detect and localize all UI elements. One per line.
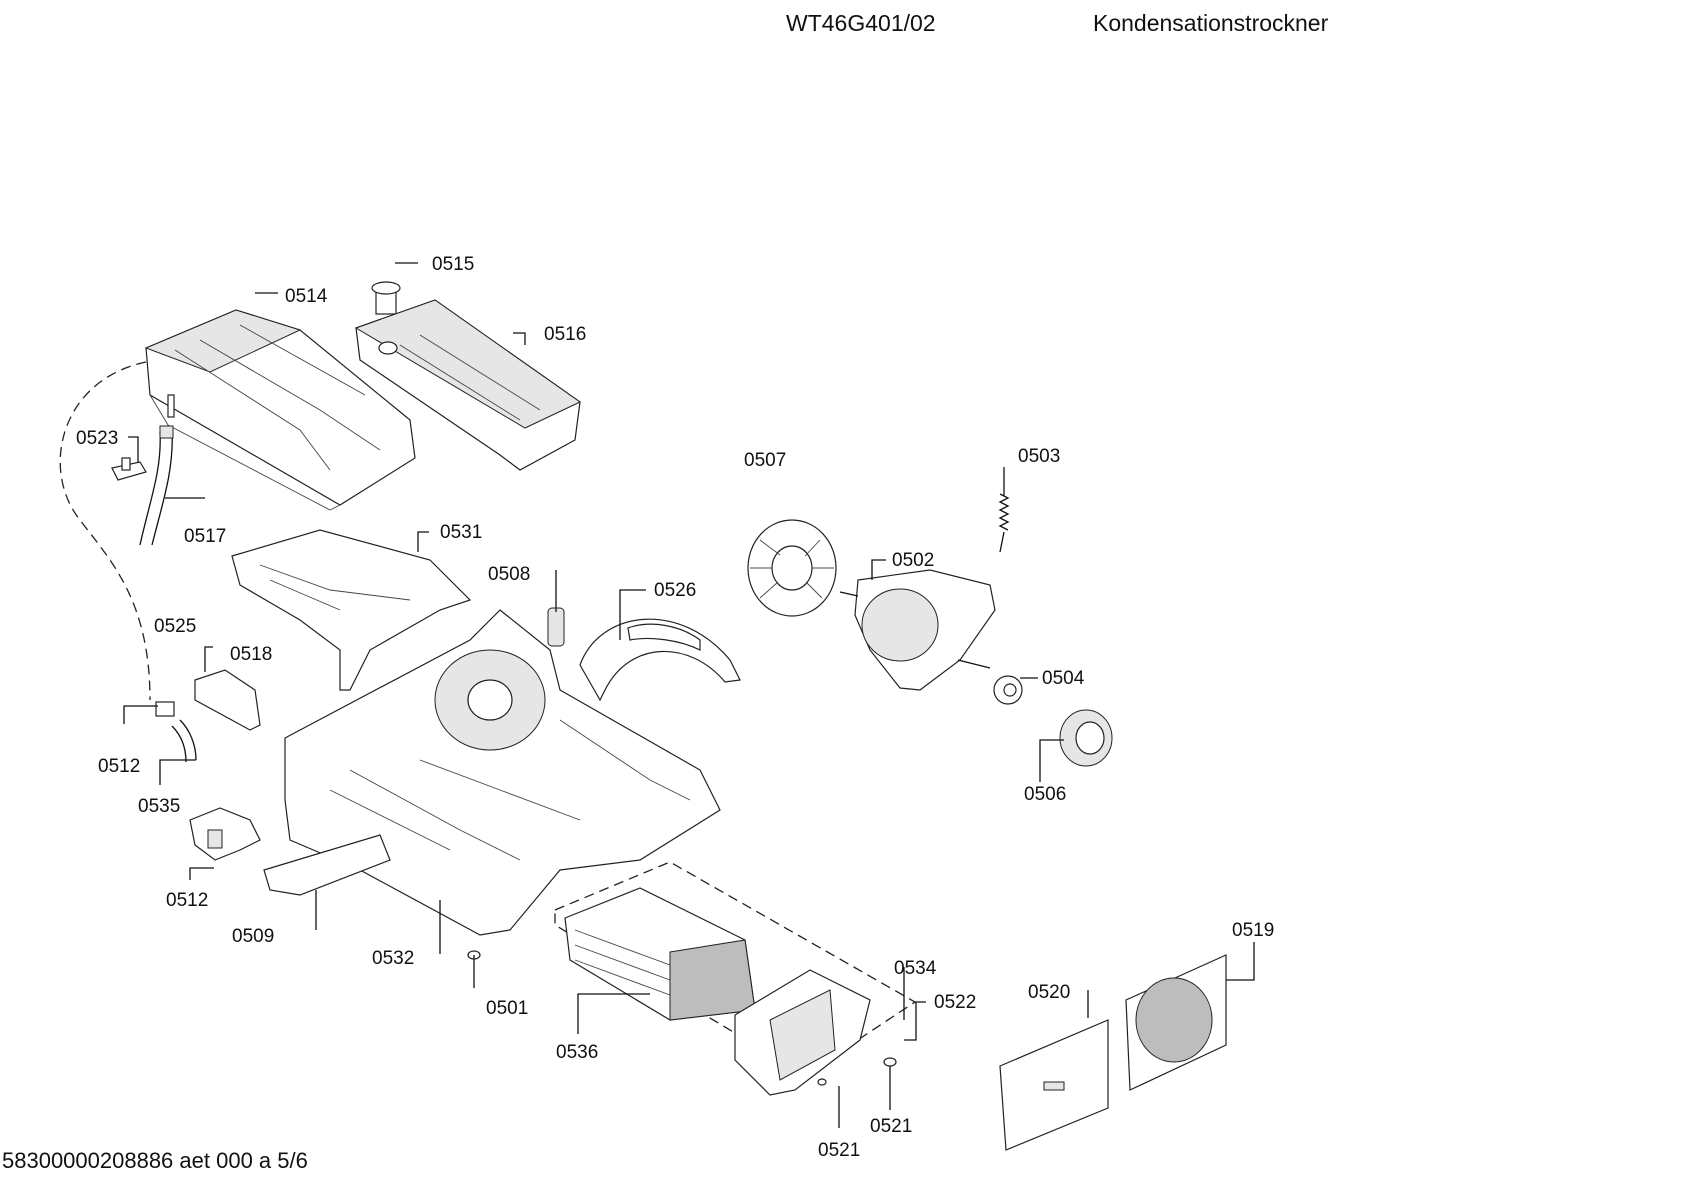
part-0519-grill (1125, 954, 1227, 1091)
part-0512-pump (189, 807, 261, 861)
part-0518-cover (194, 669, 261, 731)
label-0521-right: 0521 (870, 1116, 912, 1137)
label-0512-lower: 0512 (166, 890, 208, 911)
part-0509-flap (263, 834, 391, 896)
label-0536: 0536 (556, 1042, 598, 1063)
leader-lines (123, 262, 1255, 1128)
part-0517-hose (139, 425, 174, 546)
model-number: WT46G401/02 (786, 10, 936, 36)
label-0520: 0520 (1028, 982, 1070, 1003)
label-0523: 0523 (76, 428, 118, 449)
label-0534: 0534 (894, 958, 937, 979)
label-0519: 0519 (1232, 920, 1274, 941)
part-0535-short-hose (171, 719, 197, 763)
label-0503: 0503 (1018, 446, 1060, 467)
label-0532: 0532 (372, 948, 414, 969)
part-0503-spring (998, 493, 1010, 553)
part-0523-clip (111, 457, 147, 481)
label-0525: 0525 (154, 616, 196, 637)
part-base-frame (284, 609, 721, 936)
label-0522: 0522 (934, 992, 976, 1013)
part-0501-screw (467, 950, 481, 968)
part-0507-fan-wheel (747, 519, 837, 617)
label-0512-upper: 0512 (98, 756, 140, 777)
label-0516: 0516 (544, 324, 586, 345)
part-0536-condenser (564, 887, 756, 1021)
part-0521-clips (817, 1057, 897, 1086)
part-0514-container-housing (144, 309, 416, 511)
label-0531: 0531 (440, 522, 482, 543)
label-0508: 0508 (488, 564, 530, 585)
part-0502-motor (839, 569, 996, 691)
appliance-description: Kondensationstrockner (1093, 10, 1329, 36)
part-0515-filler-neck (371, 281, 401, 315)
label-0517: 0517 (184, 526, 226, 547)
label-0514: 0514 (285, 286, 328, 307)
part-0512-clip-upper (155, 701, 175, 717)
part-0504-bearing (993, 675, 1023, 705)
part-0520-door (999, 1019, 1109, 1151)
label-0526: 0526 (654, 580, 696, 601)
part-0531-duct-cover (231, 529, 472, 691)
label-0507: 0507 (744, 450, 786, 471)
part-0506-wheel (1059, 709, 1113, 767)
label-0502: 0502 (892, 550, 934, 571)
label-0504: 0504 (1042, 668, 1085, 689)
label-0518: 0518 (230, 644, 272, 665)
hose-path-0525 (59, 361, 151, 701)
part-0534-filter (734, 969, 871, 1096)
part-0516-water-container (354, 299, 581, 471)
label-0515: 0515 (432, 254, 474, 275)
label-0521-bottom: 0521 (818, 1140, 860, 1161)
label-0535: 0535 (138, 796, 180, 817)
document-reference: 58300000208886 aet 000 a 5/6 (2, 1148, 308, 1173)
label-0509: 0509 (232, 926, 274, 947)
label-0506: 0506 (1024, 784, 1066, 805)
label-0501: 0501 (486, 998, 528, 1019)
part-0526-drum-cover (579, 618, 741, 702)
